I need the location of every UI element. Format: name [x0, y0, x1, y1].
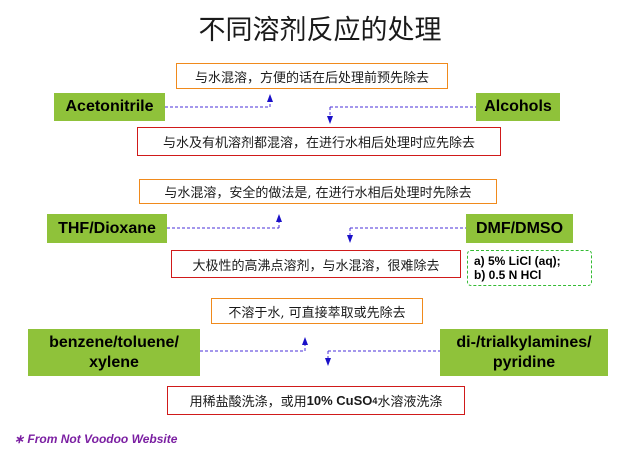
- arrow-down-icon: [325, 358, 331, 366]
- note-acetonitrile: 与水混溶，方便的话在后处理前预先除去: [176, 63, 448, 89]
- arrow-down-icon: [347, 235, 353, 243]
- solvent-benzene-line2: xylene: [89, 353, 139, 371]
- condition-hcl: b) 0.5 N HCl: [474, 268, 542, 282]
- solvent-alcohols: Alcohols: [476, 93, 560, 121]
- note-benzene: 不溶于水, 可直接萃取或先除去: [211, 298, 423, 324]
- note-alcohols: 与水及有机溶剂都混溶，在进行水相后处理时应先除去: [137, 127, 501, 156]
- solvent-amines-pyridine: di-/trialkylamines/ pyridine: [440, 329, 608, 376]
- solvent-dmf-dmso: DMF/DMSO: [466, 214, 573, 243]
- solvent-amines-line1: di-/trialkylamines/: [456, 334, 592, 352]
- solvent-benzene-line1: benzene/toluene/: [49, 334, 179, 352]
- removal-conditions: a) 5% LiCl (aq); b) 0.5 N HCl: [467, 250, 592, 286]
- note-amines-sub: 4: [372, 395, 378, 406]
- condition-licl: a) 5% LiCl (aq);: [474, 254, 561, 268]
- arrow-up-icon: [302, 337, 308, 345]
- footnote-source: ∗ From Not Voodoo Website: [14, 432, 178, 446]
- solvent-thf-dioxane: THF/Dioxane: [47, 214, 167, 243]
- arrow-down-icon: [327, 116, 333, 124]
- solvent-benzene-toluene-xylene: benzene/toluene/ xylene: [28, 329, 200, 376]
- solvent-amines-line2: pyridine: [492, 353, 556, 371]
- note-dmf: 大极性的高沸点溶剂，与水混溶，很难除去: [171, 250, 461, 278]
- note-amines-part3: 水溶液洗涤: [377, 395, 443, 410]
- note-amines-part2: 10% CuSO: [306, 393, 373, 408]
- note-amines-part1: 用稀盐酸洗涤，或用: [189, 395, 307, 410]
- solvent-acetonitrile: Acetonitrile: [54, 93, 165, 121]
- arrow-up-icon: [276, 214, 282, 222]
- note-thf: 与水混溶，安全的做法是, 在进行水相后处理时先除去: [139, 179, 497, 204]
- page-title: 不同溶剂反应的处理: [198, 15, 442, 46]
- arrow-up-icon: [267, 94, 273, 102]
